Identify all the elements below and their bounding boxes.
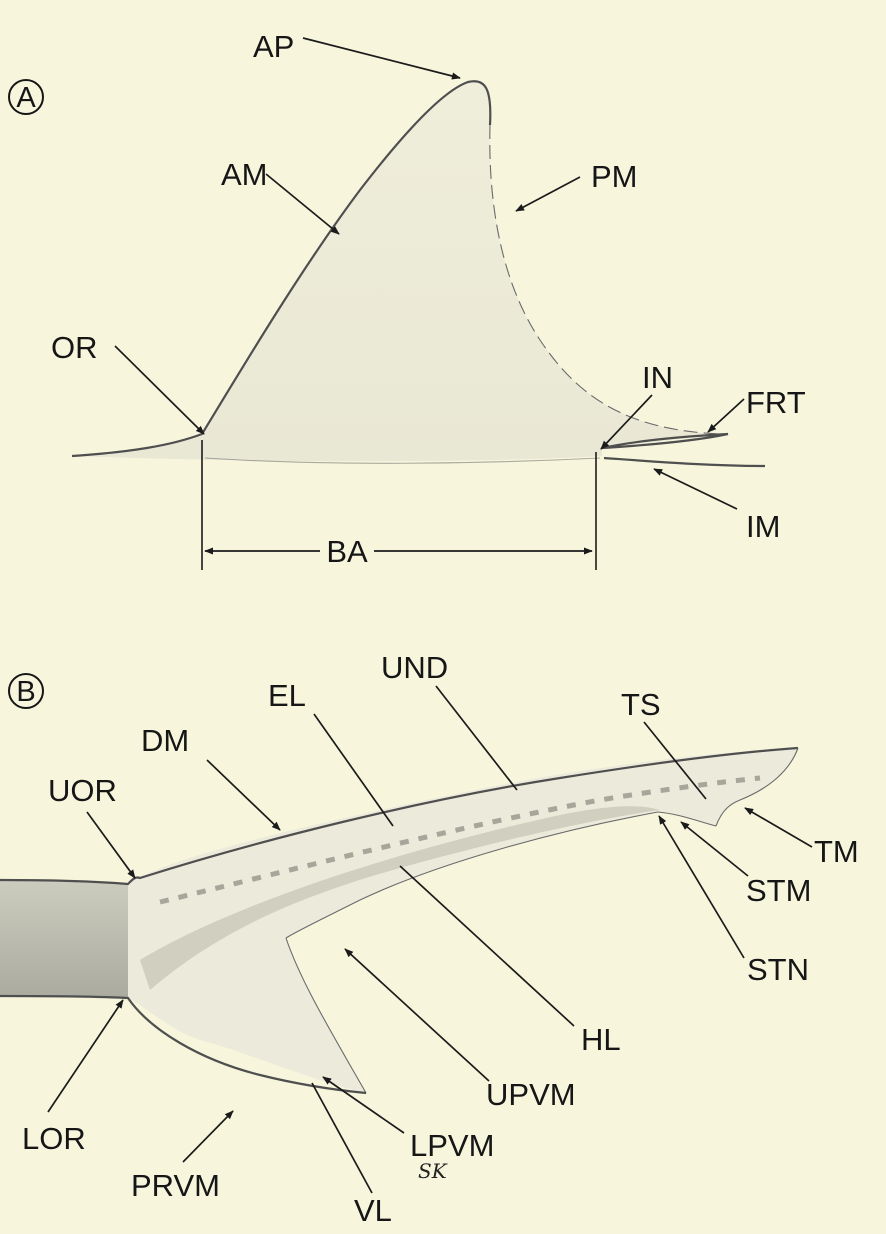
- panel-b-marker-text: B: [16, 676, 35, 708]
- dorsal-fin-shape: [72, 81, 720, 461]
- label-vl: VL: [354, 1193, 392, 1228]
- panel-b-marker: B: [9, 674, 43, 708]
- panel-a: A BA AP AM PM OR IN: [9, 29, 806, 570]
- label-prvm: PRVM: [131, 1168, 220, 1203]
- tm-pointer: [745, 808, 812, 847]
- hl-pointer: [400, 866, 574, 1026]
- stn-pointer: [659, 816, 744, 958]
- panel-b: B UND EL TS DM UOR: [0, 650, 859, 1228]
- frt-pointer: [708, 399, 744, 432]
- label-frt: FRT: [746, 385, 806, 420]
- im-pointer: [654, 469, 737, 509]
- label-ba: BA: [326, 534, 368, 569]
- label-stm: STM: [746, 873, 811, 908]
- label-in: IN: [642, 360, 673, 395]
- label-ap: AP: [253, 29, 294, 64]
- artist-signature: SK: [418, 1159, 448, 1183]
- label-upvm: UPVM: [486, 1077, 576, 1112]
- label-stn: STN: [747, 952, 809, 987]
- dm-pointer: [207, 760, 280, 830]
- label-im: IM: [746, 509, 780, 544]
- label-pm: PM: [591, 159, 638, 194]
- label-ts: TS: [621, 687, 661, 722]
- label-el: EL: [268, 678, 306, 713]
- lor-pointer: [48, 1000, 123, 1112]
- pm-pointer: [516, 177, 580, 211]
- upvm-pointer: [345, 949, 489, 1081]
- label-uor: UOR: [48, 773, 117, 808]
- panel-a-marker: A: [9, 80, 43, 114]
- label-lpvm: LPVM: [410, 1128, 494, 1163]
- ap-pointer: [303, 38, 460, 78]
- und-pointer: [436, 686, 517, 790]
- or-pointer: [115, 346, 204, 434]
- label-und: UND: [381, 650, 448, 685]
- am-pointer: [266, 174, 339, 234]
- uor-pointer: [87, 812, 135, 878]
- label-or: OR: [51, 330, 98, 365]
- el-pointer: [314, 714, 393, 826]
- label-hl: HL: [581, 1022, 621, 1057]
- label-lor: LOR: [22, 1121, 86, 1156]
- panel-a-marker-text: A: [16, 82, 36, 114]
- label-am: AM: [221, 157, 268, 192]
- dorsal-fin-inner-margin: [604, 458, 765, 466]
- label-tm: TM: [814, 834, 859, 869]
- vl-pointer: [312, 1083, 372, 1193]
- label-dm: DM: [141, 723, 189, 758]
- prvm-pointer: [183, 1111, 233, 1162]
